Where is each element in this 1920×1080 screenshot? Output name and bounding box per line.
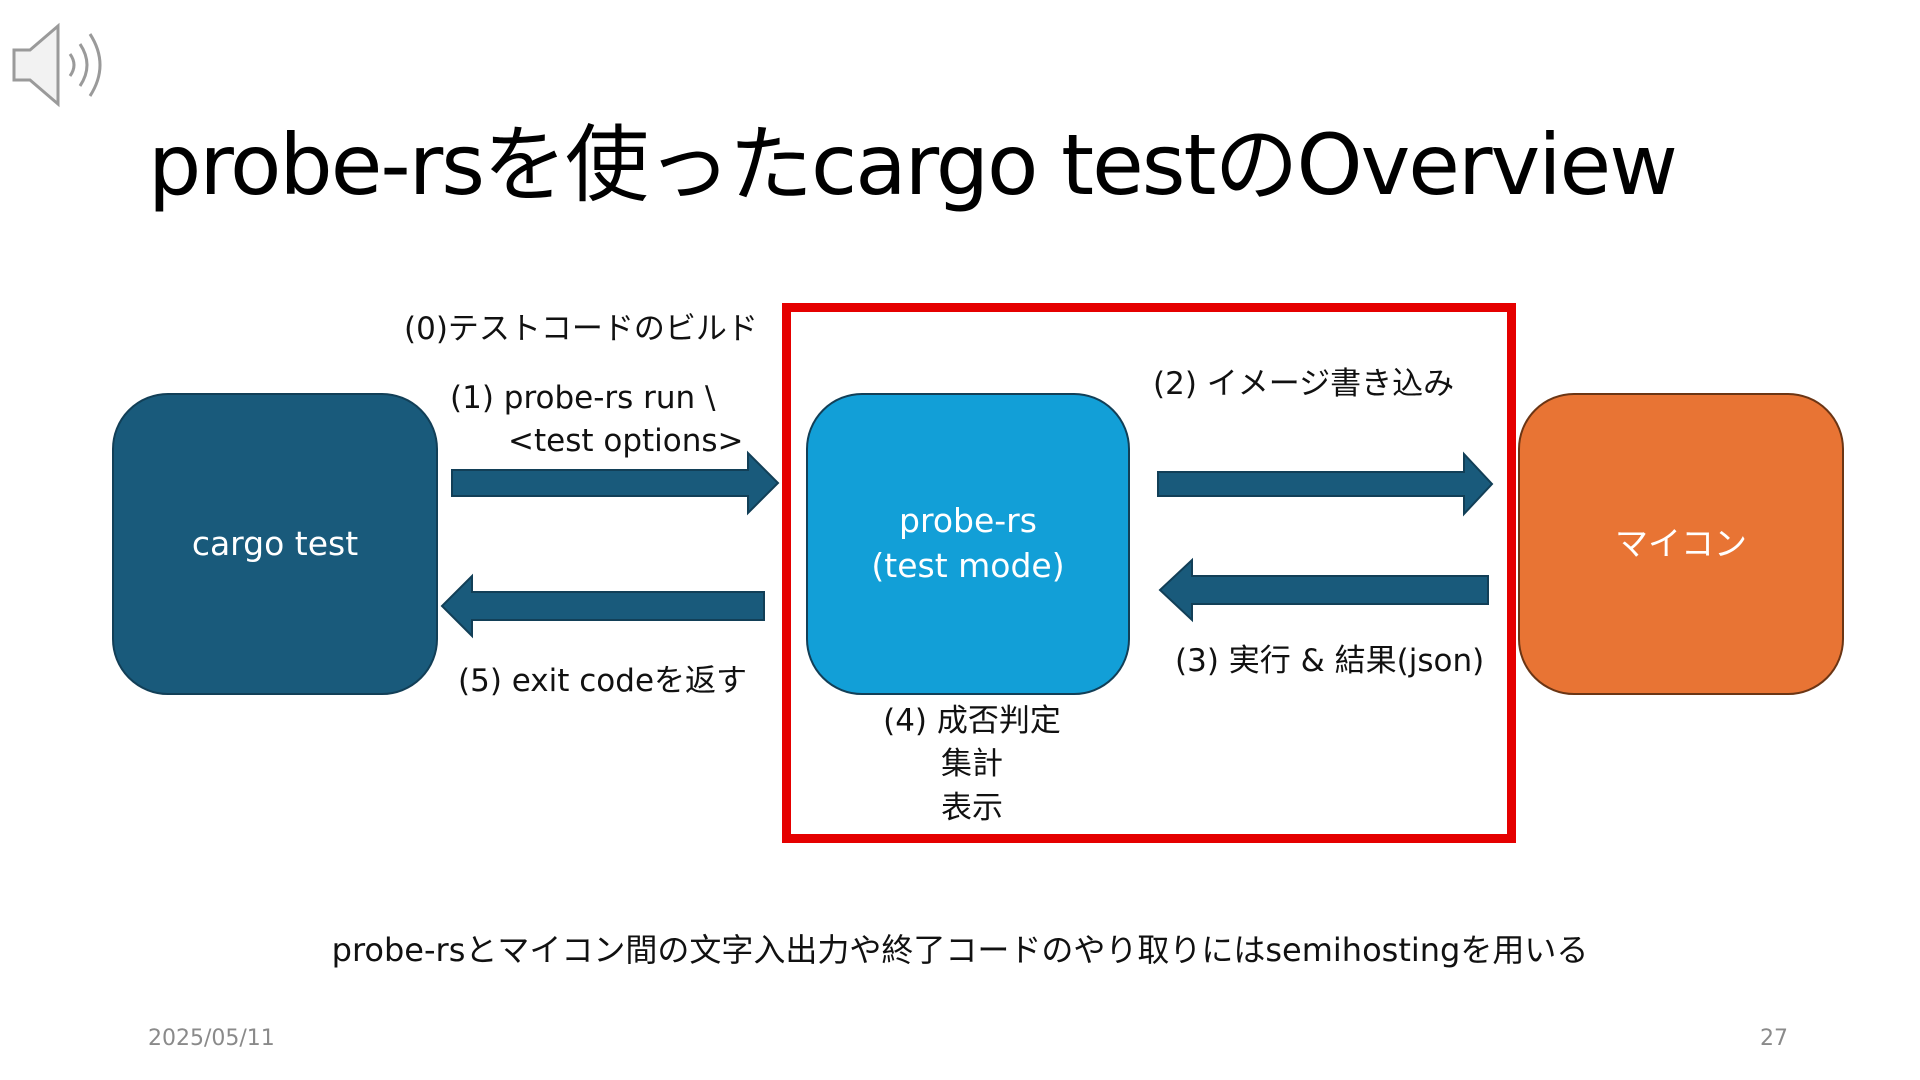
probe-rs-box: probe-rs (test mode)	[806, 393, 1130, 695]
arrow-flash	[1157, 451, 1494, 517]
arrow-exit-code	[440, 573, 765, 639]
step3-label: (3) 実行 & 結果(json)	[1175, 643, 1485, 679]
step5-label: (5) exit codeを返す	[458, 663, 748, 699]
step1-options-label: <test options>	[508, 423, 744, 459]
mcu-box: マイコン	[1518, 393, 1844, 695]
arrow-run	[451, 450, 780, 516]
slide-date: 2025/05/11	[148, 1026, 275, 1051]
cargo-test-box: cargo test	[112, 393, 438, 695]
highlight-frame	[782, 303, 1516, 843]
step1-label: (1) probe-rs run \	[450, 380, 716, 416]
step2-label: (2) イメージ書き込み	[1153, 366, 1455, 402]
arrow-result	[1158, 557, 1489, 623]
slide-title: probe-rsを使ったcargo testのOverview	[148, 116, 1678, 214]
step0-label: (0)テストコードのビルド	[404, 311, 758, 347]
footer-note: probe-rsとマイコン間の文字入出力や終了コードのやり取りにはsemihos…	[331, 931, 1589, 969]
page-number: 27	[1760, 1026, 1788, 1051]
speaker-icon[interactable]	[10, 20, 120, 110]
step4-label: (4) 成否判定 集計 表示	[883, 703, 1061, 826]
